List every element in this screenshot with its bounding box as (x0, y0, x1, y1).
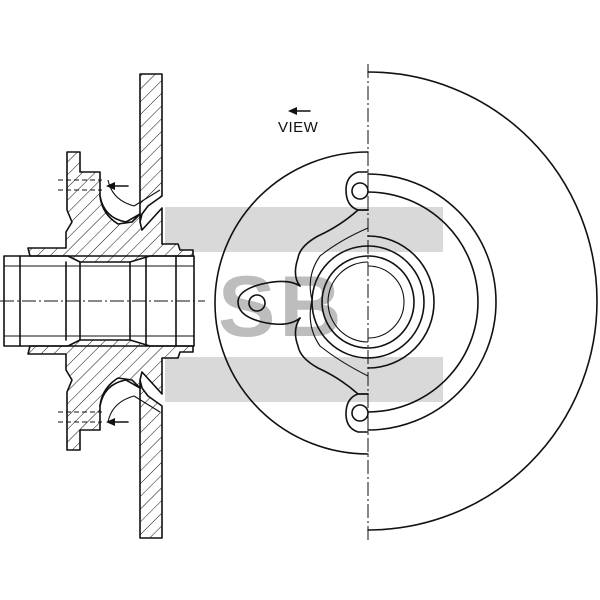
bolt-lug-left (237, 280, 301, 326)
bearing-ring-core-right (367, 265, 405, 339)
bolt-lug-top (345, 171, 369, 211)
flange-rim-upper (99, 195, 141, 223)
flange-rim-lower (99, 379, 141, 407)
view-indicator: VIEW (278, 107, 319, 136)
bolt-hole-bottom (351, 404, 369, 422)
friction-ring-inner (367, 173, 497, 431)
section-view (0, 73, 205, 539)
view-label: VIEW (278, 119, 319, 136)
watermark-band-bottom (165, 357, 443, 402)
bearing-ring-inner-right (367, 255, 415, 349)
bearing-ring-inner-left (327, 261, 369, 343)
bearing-ring-outer-left (311, 245, 369, 359)
hub-web-outline (294, 209, 369, 395)
bolt-hole-top (351, 182, 369, 200)
arrow-upper (106, 182, 129, 190)
arrow-lower (106, 418, 129, 426)
bolt-hole-left (248, 294, 266, 312)
bearing-ring-outer-right (367, 235, 435, 369)
disc-outer-edge (367, 71, 598, 531)
flange-inner-lower (107, 395, 161, 423)
hub-outer-left (214, 151, 369, 455)
bolt-lug-bottom (345, 393, 369, 433)
front-view (214, 64, 598, 542)
view-arrow-head (288, 107, 297, 115)
watermark-band-top (165, 207, 443, 252)
disc-plate-section-lower (139, 379, 163, 539)
watermark-logo: SB (165, 207, 443, 402)
hat-ring (367, 191, 479, 413)
bearing-ring-mid-right (367, 245, 425, 359)
flange-inner-upper (107, 179, 161, 207)
bearing-ring-mid-left (321, 255, 369, 349)
